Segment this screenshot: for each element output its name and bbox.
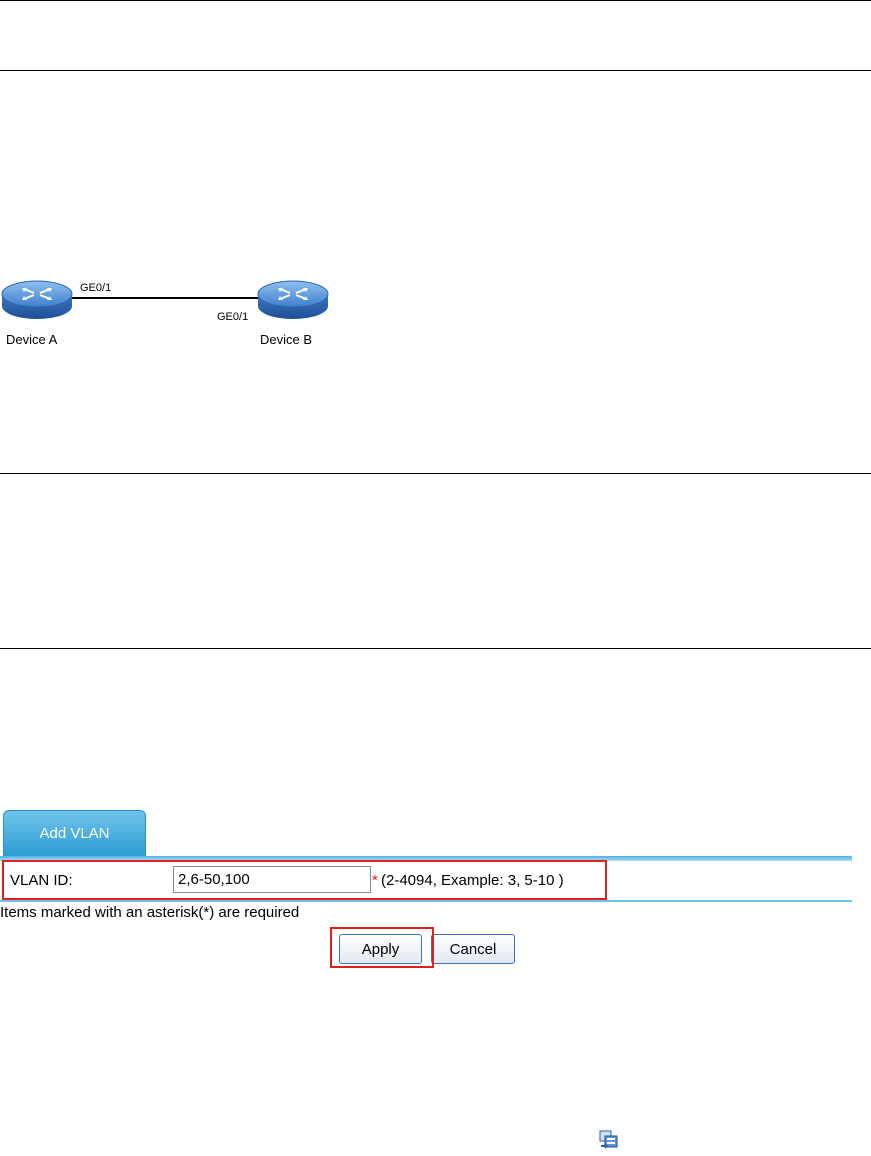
- vlan-id-row: [0, 858, 852, 902]
- port-label-device-a: GE0/1: [80, 282, 112, 294]
- divider-3: [0, 648, 871, 649]
- divider-2: [0, 473, 871, 474]
- required-marker: *: [372, 872, 378, 889]
- divider-1: [0, 70, 871, 71]
- vlan-id-label: VLAN ID:: [10, 872, 73, 889]
- apply-highlight-box: [330, 927, 434, 968]
- device-a-label: Device A: [6, 332, 58, 347]
- vlan-id-input[interactable]: [173, 866, 371, 893]
- required-fields-note: Items marked with an asterisk(*) are req…: [0, 904, 300, 921]
- router-icon: [257, 280, 329, 319]
- copy-config-icon: [598, 1129, 622, 1151]
- vlan-id-highlight-box: [2, 860, 607, 900]
- device-b-label: Device B: [260, 332, 313, 347]
- port-label-device-b: GE0/1: [217, 311, 249, 323]
- tab-add-vlan[interactable]: Add VLAN: [3, 810, 146, 856]
- vlan-id-hint: (2-4094, Example: 3, 5-10 ): [381, 872, 564, 889]
- apply-button[interactable]: Apply: [339, 934, 422, 964]
- network-topology: GE0/1 GE0/1 Device A Device B: [0, 270, 340, 350]
- tab-strip: Add VLAN: [0, 810, 852, 861]
- cancel-button[interactable]: Cancel: [431, 934, 515, 964]
- router-icon: [1, 280, 73, 319]
- divider-top: [0, 0, 871, 1]
- tab-underline: [0, 856, 852, 861]
